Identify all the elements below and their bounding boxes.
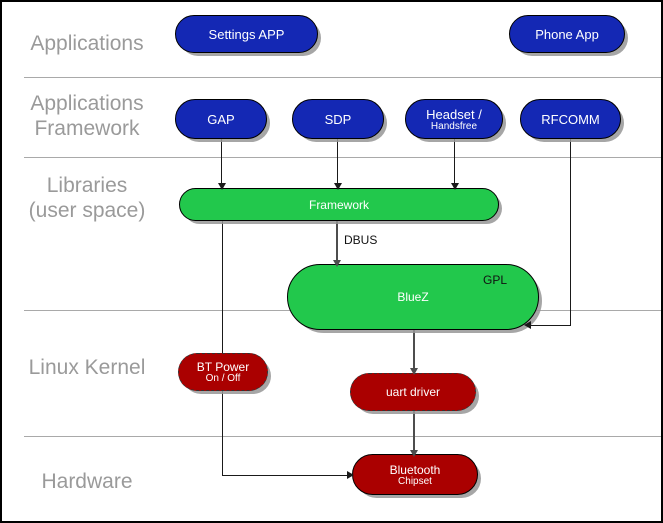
- node-sdp-label: SDP: [324, 111, 352, 127]
- layer-label-applications-framework: Applications Framework: [30, 92, 144, 140]
- node-framework-label: Framework: [308, 197, 369, 212]
- node-bluez[interactable]: BlueZ: [287, 264, 539, 330]
- node-bluez-label: BlueZ: [397, 290, 429, 304]
- node-uart-driver-label: uart driver: [385, 385, 441, 399]
- node-bt-power-label: BT Power: [196, 360, 250, 374]
- node-settings-app[interactable]: Settings APP: [175, 15, 318, 53]
- layer-label-hardware: Hardware: [41, 470, 133, 493]
- edge-rfcomm-to-bluez-vertical: [570, 139, 571, 326]
- node-bt-power-sublabel: On / Off: [205, 373, 241, 384]
- layer-label-applications: Applications: [30, 32, 144, 55]
- arrowhead-headset-to-framework: [451, 183, 459, 190]
- edge-gap-to-framework: [221, 139, 222, 189]
- arrowhead-uart-driver-to-chipset: [410, 450, 418, 457]
- edge-label-dbus: DBUS: [344, 233, 378, 247]
- node-bluez-license-label: GPL: [483, 273, 508, 287]
- layer-label-linux-kernel: Linux Kernel: [28, 356, 146, 379]
- node-phone-app[interactable]: Phone App: [509, 15, 625, 53]
- edge-framework-to-chipset-horizontal: [222, 475, 350, 476]
- node-uart-driver[interactable]: uart driver: [350, 373, 476, 411]
- node-sdp[interactable]: SDP: [292, 99, 384, 139]
- arrowhead-framework-to-chipset: [347, 471, 354, 479]
- edge-rfcomm-to-bluez-horizontal: [530, 325, 571, 326]
- edge-headset-to-framework: [454, 139, 455, 189]
- node-settings-app-label: Settings APP: [208, 26, 285, 42]
- node-headset-handsfree[interactable]: Headset / Handsfree: [405, 99, 503, 139]
- node-rfcomm-label: RFCOMM: [541, 111, 600, 127]
- node-bluetooth-chipset-label: Bluetooth: [389, 462, 441, 477]
- arrowhead-bluez-to-uart-driver: [410, 368, 418, 375]
- layer-label-libraries: Libraries (user space): [28, 174, 146, 222]
- edge-framework-to-chipset-vertical: [222, 220, 223, 476]
- node-headset-handsfree-label: Headset /: [426, 106, 482, 122]
- arrowhead-framework-to-bluez: [333, 260, 341, 267]
- arrowhead-rfcomm-to-bluez: [524, 321, 531, 329]
- node-phone-app-label: Phone App: [535, 26, 599, 42]
- arrowhead-sdp-to-framework: [334, 183, 342, 190]
- node-bluetooth-chipset[interactable]: Bluetooth Chipset: [352, 454, 478, 495]
- layer-divider-applications-framework: [24, 157, 661, 158]
- edge-bluez-to-uart-driver: [413, 328, 415, 374]
- layer-divider-linux-kernel: [24, 436, 661, 437]
- edge-uart-driver-to-chipset: [413, 410, 415, 456]
- arrowhead-gap-to-framework: [218, 183, 226, 190]
- node-gap[interactable]: GAP: [175, 99, 267, 139]
- node-framework[interactable]: Framework: [179, 188, 499, 221]
- edge-framework-to-bluez: [336, 220, 338, 266]
- edge-sdp-to-framework: [337, 139, 338, 189]
- node-rfcomm[interactable]: RFCOMM: [520, 99, 621, 139]
- node-headset-handsfree-sublabel: Handsfree: [430, 120, 478, 132]
- node-bluetooth-chipset-sublabel: Chipset: [398, 475, 432, 487]
- node-gap-label: GAP: [207, 111, 235, 127]
- node-bt-power[interactable]: BT Power On / Off: [178, 353, 268, 391]
- layer-divider-applications: [24, 77, 661, 78]
